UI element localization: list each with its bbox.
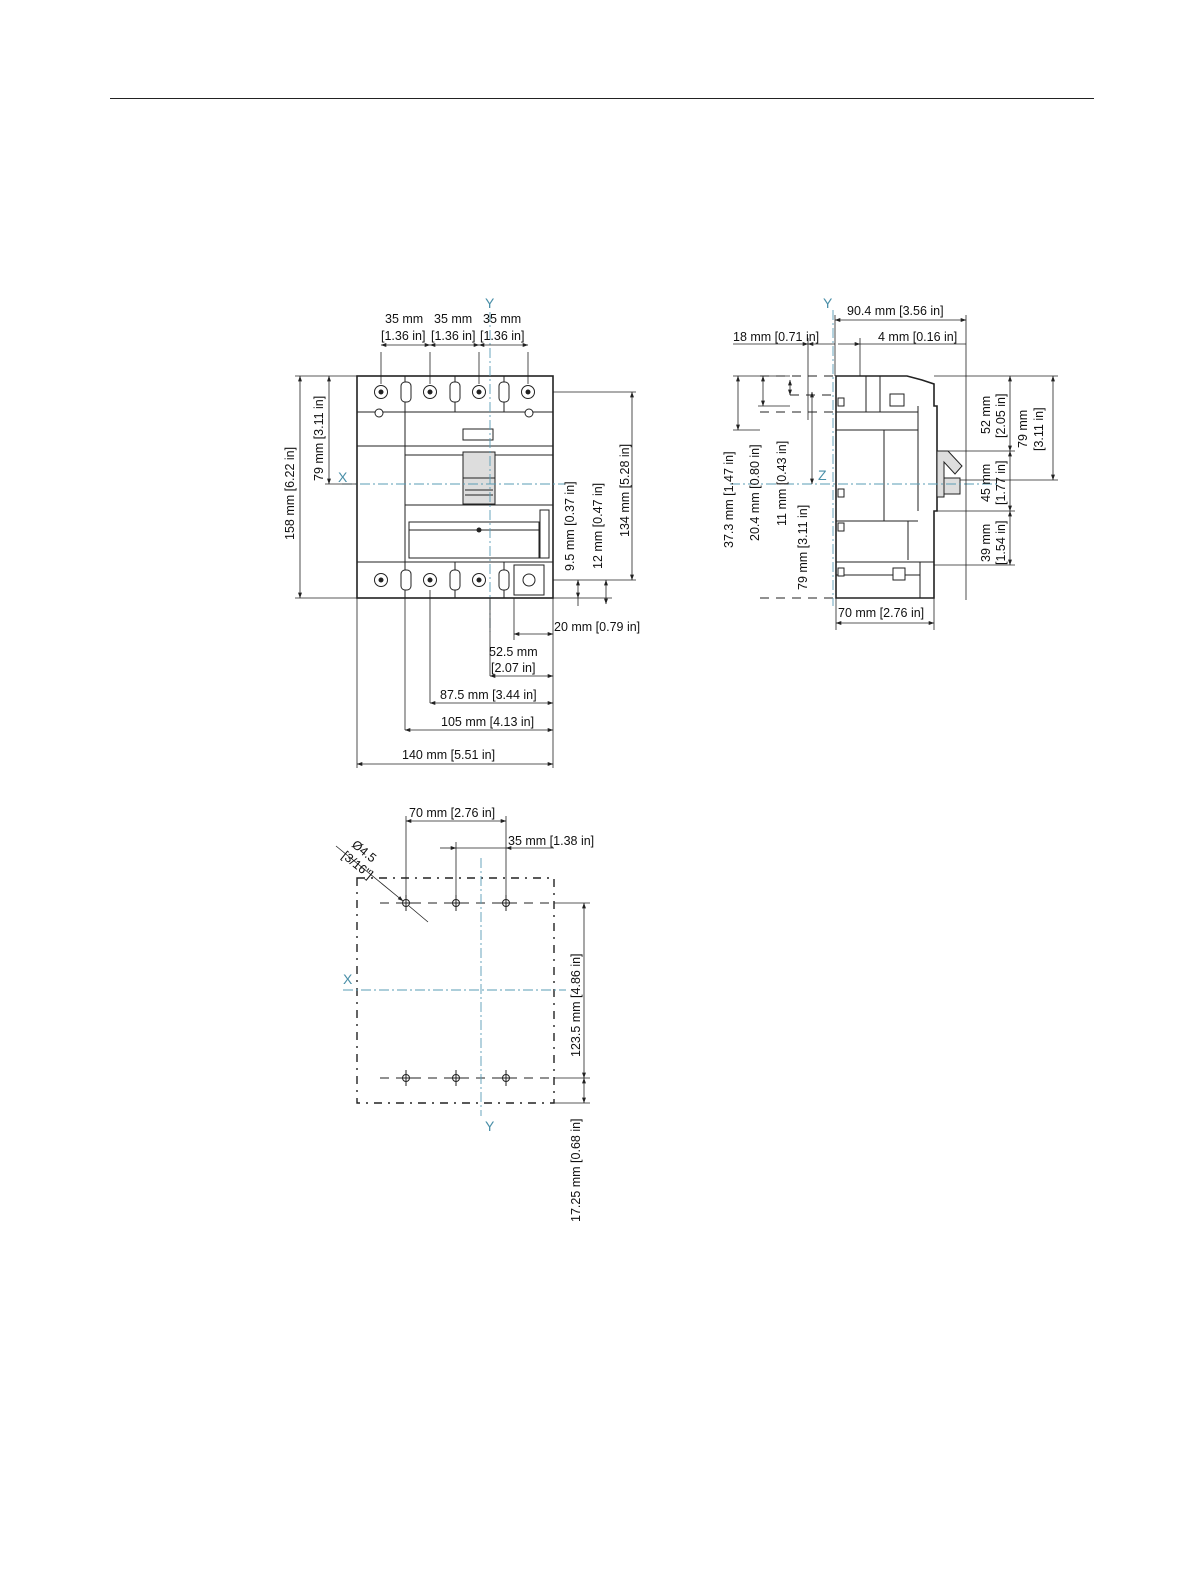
side-body-outline <box>835 375 938 599</box>
dim-9-5: 9.5 mm [0.37 in] <box>563 481 577 571</box>
side-dim-79-left: 79 mm [3.11 in] <box>796 505 810 590</box>
side-dim-79-right-mm: 79 mm <box>1016 410 1030 448</box>
side-z-axis-label: Z <box>818 467 827 483</box>
bottom-terminal-screws <box>374 564 545 596</box>
dim-52-5-in: [2.07 in] <box>491 661 535 675</box>
front-view: Y X 35 mm 35 mm 35 mm [1.36 in] [1.36 in… <box>283 295 640 768</box>
side-dim-11: 11 mm [0.43 in] <box>775 441 789 526</box>
pitch-b-in: [1.36 in] <box>431 329 475 343</box>
pitch-c-in: [1.36 in] <box>480 329 524 343</box>
dim-52-5-mm: 52.5 mm <box>489 645 538 659</box>
pitch-c-mm: 35 mm <box>483 312 521 326</box>
plan-y-axis-label: Y <box>485 1118 495 1134</box>
dim-105: 105 mm [4.13 in] <box>441 715 534 729</box>
side-dim-79-right-in: [3.11 in] <box>1032 407 1046 451</box>
dim-12: 12 mm [0.47 in] <box>591 483 605 569</box>
header-rule <box>110 98 1094 99</box>
dim-20: 20 mm [0.79 in] <box>554 620 640 634</box>
dim-87-5: 87.5 mm [3.44 in] <box>440 688 537 702</box>
side-view: Y Z 90.4 mm [3.56 in] 18 mm [0.71 in] 4 … <box>722 295 1058 630</box>
accessory-cover <box>408 521 540 559</box>
side-dim-18: 18 mm [0.71 in] <box>733 330 819 344</box>
side-dim-45-mm: 45 mm <box>979 464 993 502</box>
pitch-a-in: [1.36 in] <box>381 329 425 343</box>
side-dim-52-in: [2.05 in] <box>994 394 1008 438</box>
depth-total: 90.4 mm [3.56 in] <box>847 304 944 318</box>
side-dim-39-in: [1.54 in] <box>994 521 1008 565</box>
plan-x-axis-label: X <box>343 971 353 987</box>
side-dim-52-mm: 52 mm <box>979 396 993 434</box>
plan-dim-17-25: 17.25 mm [0.68 in] <box>569 1118 583 1222</box>
pitch-a-mm: 35 mm <box>385 312 423 326</box>
x-axis-label: X <box>338 469 348 485</box>
drilling-plan: X Y 70 mm [2.76 in] 35 mm [1.38 in] Ø4.5… <box>335 806 594 1222</box>
plan-dim-123-5: 123.5 mm [4.86 in] <box>569 953 583 1057</box>
height-half: 79 mm [3.11 in] <box>312 396 326 481</box>
label-plate <box>462 428 494 441</box>
side-y-axis-label: Y <box>823 295 833 311</box>
mounting-holes <box>398 895 514 1086</box>
pitch-b-mm: 35 mm <box>434 312 472 326</box>
top-terminal-screws <box>374 381 535 403</box>
plan-dim-35: 35 mm [1.38 in] <box>508 834 594 848</box>
side-dim-4: 4 mm [0.16 in] <box>878 330 957 344</box>
side-handle <box>936 450 963 498</box>
height-inner: 134 mm [5.28 in] <box>618 444 632 537</box>
plan-dim-70: 70 mm [2.76 in] <box>409 806 495 820</box>
side-dim-37-3: 37.3 mm [1.47 in] <box>722 451 736 548</box>
side-dim-20-4: 20.4 mm [0.80 in] <box>748 444 762 541</box>
mounting-outline <box>356 877 555 1104</box>
width-total: 140 mm [5.51 in] <box>402 748 495 762</box>
side-dim-70: 70 mm [2.76 in] <box>838 606 924 620</box>
height-total: 158 mm [6.22 in] <box>283 447 297 540</box>
side-dim-39-mm: 39 mm <box>979 524 993 562</box>
side-dim-45-in: [1.77 in] <box>994 461 1008 505</box>
y-axis-label: Y <box>485 295 495 311</box>
